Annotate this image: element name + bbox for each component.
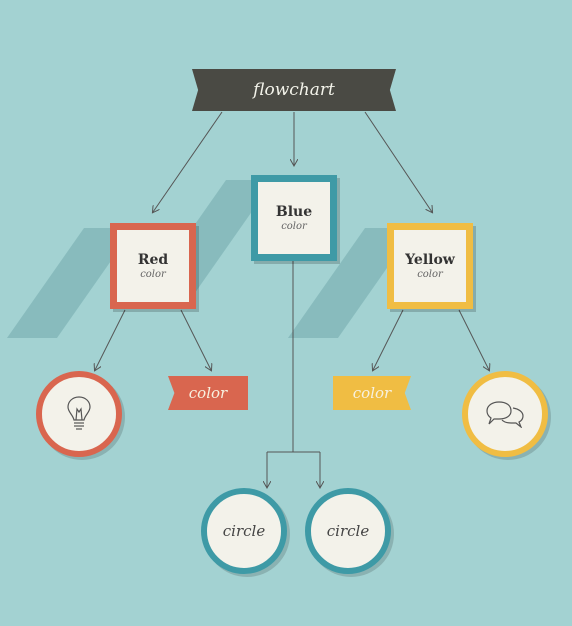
- link-title-yellow: [364, 111, 432, 212]
- blue-box-title: Blue: [275, 204, 313, 220]
- yellow-box-title: Yellow: [405, 252, 455, 268]
- title-banner: flowchart: [192, 69, 396, 111]
- link-red-bulb: [95, 309, 126, 370]
- speech-bubbles-icon: [486, 401, 524, 428]
- red-box-subtitle: color: [140, 269, 166, 280]
- red-color-tag: color: [168, 376, 248, 410]
- red-box: Red color: [110, 223, 196, 309]
- yellow-box: Yellow color: [387, 223, 473, 309]
- yellow-color-tag-label: color: [352, 384, 392, 402]
- red-color-tag-label: color: [188, 384, 228, 402]
- speech-bubbles-circle: [462, 371, 548, 457]
- circle-node-right-label: circle: [326, 522, 370, 540]
- lightbulb-circle: [36, 371, 122, 457]
- yellow-box-subtitle: color: [417, 269, 443, 280]
- title-text: flowchart: [253, 80, 335, 100]
- lightbulb-icon: [67, 396, 91, 430]
- circle-node-left-label: circle: [222, 522, 266, 540]
- blue-box: Blue color: [251, 175, 337, 261]
- yellow-color-tag: color: [333, 376, 411, 410]
- link-yellow-speech: [458, 309, 489, 370]
- blue-box-subtitle: color: [281, 221, 307, 232]
- circle-node-left: circle: [201, 488, 287, 574]
- link-title-red: [153, 111, 223, 212]
- circle-node-right: circle: [305, 488, 391, 574]
- red-box-title: Red: [137, 252, 169, 268]
- link-yellow-tag: [373, 309, 404, 370]
- link-red-tag: [180, 309, 211, 370]
